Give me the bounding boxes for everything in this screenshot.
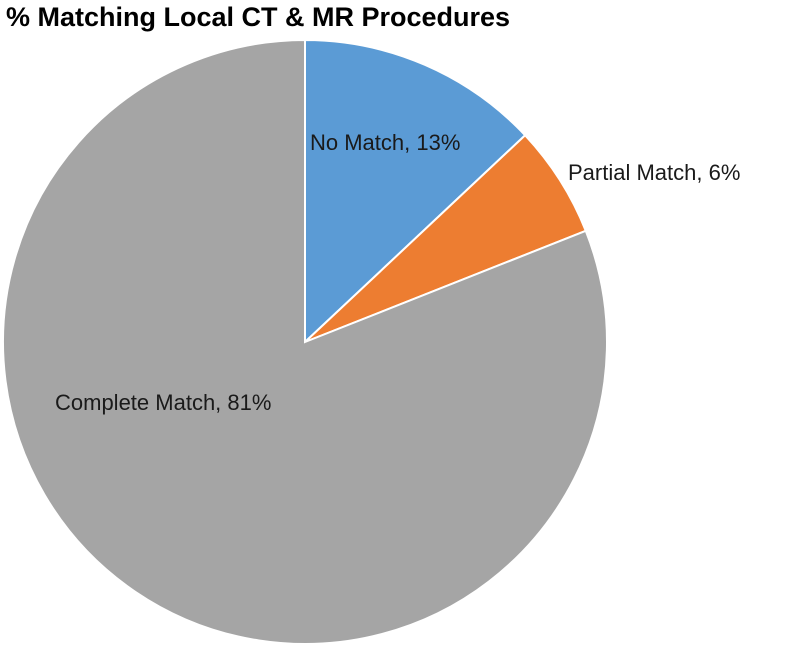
pie-label-no-match: No Match, 13% xyxy=(310,130,460,155)
pie-slice-no-match xyxy=(304,38,527,345)
pie-slice-complete-match xyxy=(2,38,608,645)
chart-title: % Matching Local CT & MR Procedures xyxy=(6,2,511,32)
pie-slices xyxy=(2,38,608,645)
pie-label-partial-match: Partial Match, 6% xyxy=(568,160,740,185)
pie-labels: No Match, 13% Partial Match, 6% Complete M… xyxy=(55,130,740,415)
pie-label-complete-match: Complete Match, 81% xyxy=(55,390,271,415)
